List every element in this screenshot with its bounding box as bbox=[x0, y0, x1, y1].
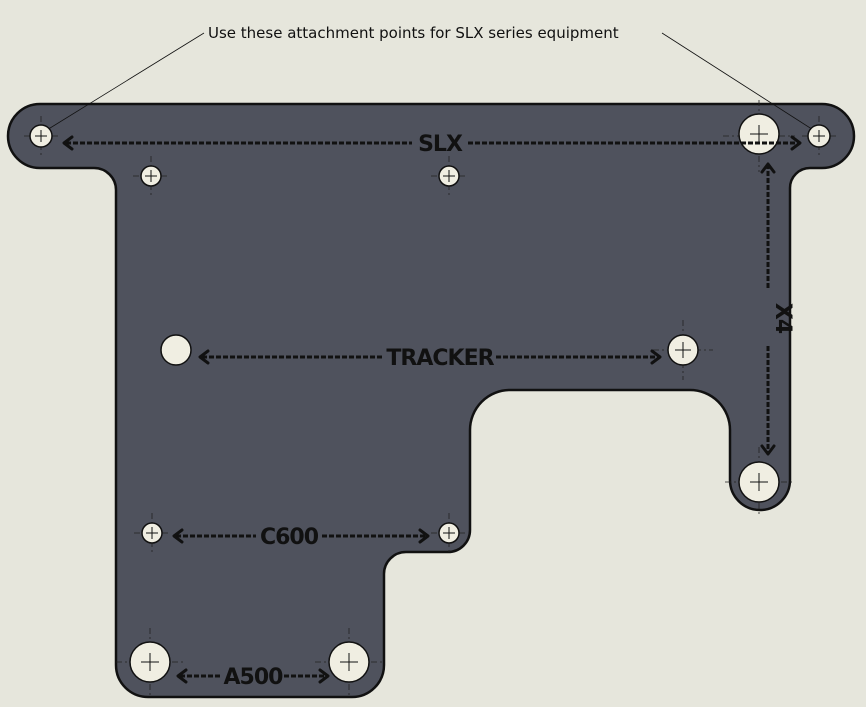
a500-dimension: A500 bbox=[176, 665, 330, 690]
c600-label: C600 bbox=[260, 525, 319, 550]
small-hole-top-middle bbox=[438, 165, 460, 187]
tracker-dimension: TRACKER bbox=[198, 346, 662, 371]
large-hole-x4-bottom bbox=[738, 461, 780, 503]
a500-label: A500 bbox=[224, 665, 284, 690]
small-hole-c600-left bbox=[141, 522, 163, 544]
small-hole-slx-right bbox=[807, 124, 831, 148]
tracker-label: TRACKER bbox=[386, 346, 494, 371]
x4-dimension: X4 bbox=[760, 162, 795, 456]
x4-label: X4 bbox=[770, 303, 795, 334]
small-hole-slx-left bbox=[29, 124, 53, 148]
callout-text: Use these attachment points for SLX seri… bbox=[208, 24, 619, 42]
slx-label: SLX bbox=[418, 132, 463, 157]
slx-dimension: SLX bbox=[62, 132, 802, 157]
callout-leader-right bbox=[661, 32, 819, 134]
tracker-hole-left bbox=[160, 334, 192, 366]
large-hole-a500-right bbox=[328, 641, 370, 683]
small-hole-top-left bbox=[140, 165, 162, 187]
large-hole-a500-left bbox=[129, 641, 171, 683]
tracker-hole-right bbox=[667, 334, 699, 366]
large-hole-top-right bbox=[738, 113, 780, 155]
callout-leader-left bbox=[41, 32, 205, 134]
c600-dimension: C600 bbox=[172, 525, 430, 550]
small-hole-c600-right bbox=[438, 522, 460, 544]
mounting-plate bbox=[6, 102, 856, 699]
